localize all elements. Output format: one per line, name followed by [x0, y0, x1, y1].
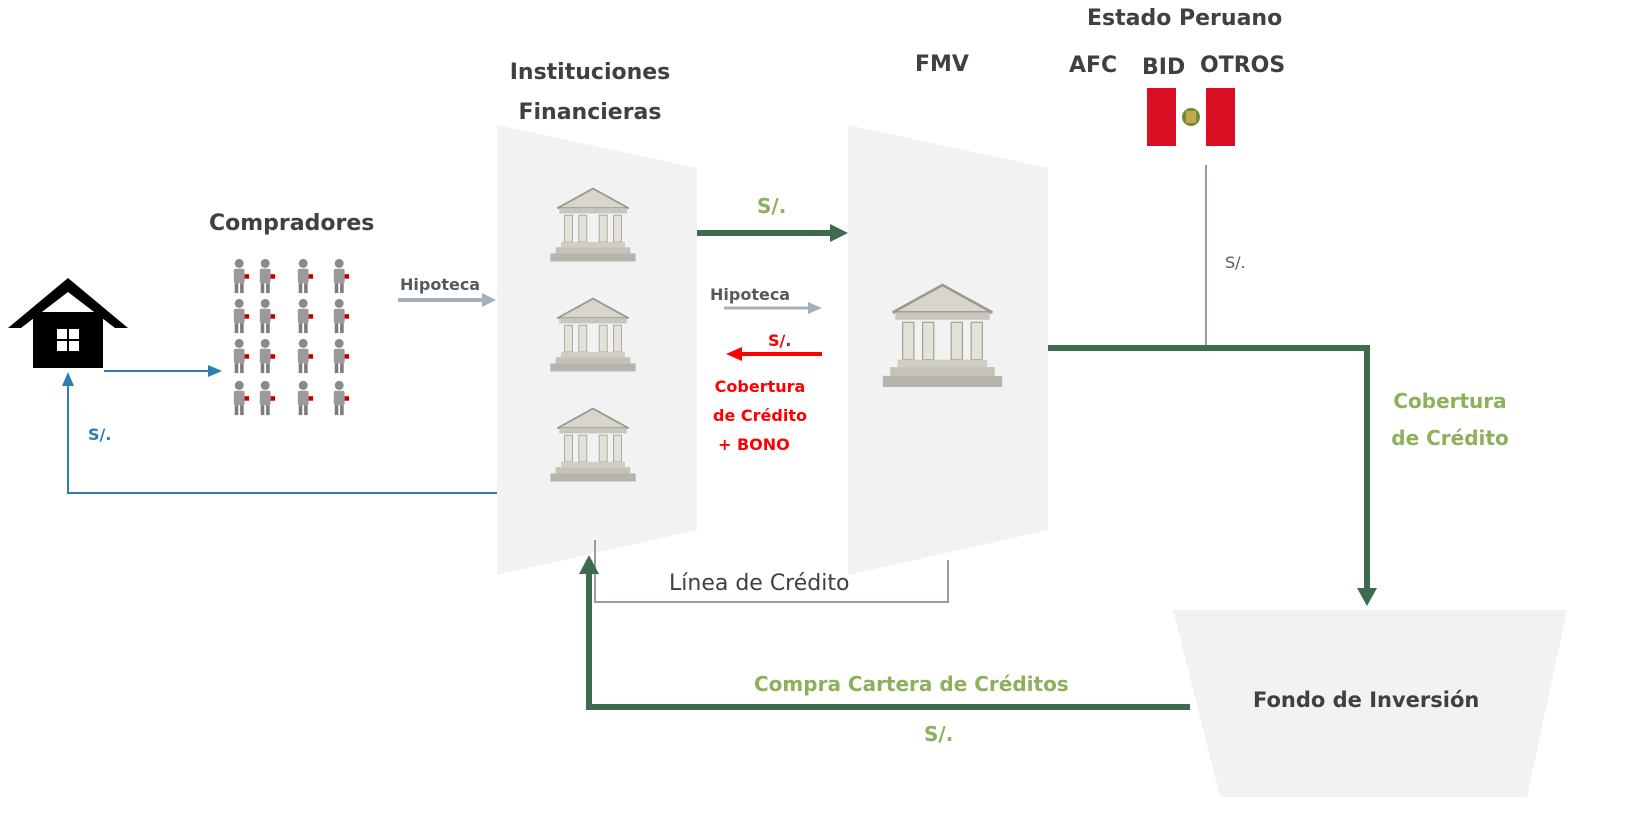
otros-label: OTROS	[1200, 53, 1286, 78]
red-arrow-cobertura	[726, 347, 822, 361]
soles-red-label: S/.	[768, 331, 792, 350]
cobertura-red-line2: de Crédito	[713, 406, 807, 425]
cobertura-red-line3: + BONO	[718, 435, 790, 454]
financieras-title: Financieras	[518, 100, 662, 125]
instituciones-panel	[497, 125, 697, 575]
cobertura-arrow-to-fondo	[1048, 345, 1377, 606]
peru-flag-icon	[1147, 88, 1235, 146]
soles-bottom-label: S/.	[924, 722, 954, 746]
cobertura-right-line1: Cobertura	[1393, 389, 1507, 413]
soles-state-label: S/.	[1225, 253, 1246, 272]
hipoteca-arrow-mid	[724, 302, 822, 314]
instituciones-title: Instituciones	[509, 60, 671, 85]
compra-cartera-arrow	[579, 555, 1190, 710]
bid-label: BID	[1142, 55, 1186, 80]
linea-credito-label: Línea de Crédito	[669, 571, 850, 596]
compradores-title: Compradores	[209, 211, 375, 236]
fondo-panel	[1173, 610, 1567, 797]
blue-arrow-to-house	[62, 372, 497, 494]
blue-arrow-to-buyers	[104, 365, 222, 377]
hipoteca-arrow-left	[398, 293, 496, 307]
cobertura-red-line1: Cobertura	[714, 377, 806, 396]
cobertura-right-line2: de Crédito	[1391, 426, 1509, 450]
hipoteca-mid-label: Hipoteca	[710, 285, 791, 304]
soles-arrow-to-fmv	[697, 224, 848, 242]
afc-label: AFC	[1069, 53, 1118, 78]
compra-cartera-label: Compra Cartera de Créditos	[754, 672, 1069, 696]
fmv-title: FMV	[915, 52, 969, 77]
fmv-panel	[848, 125, 1048, 575]
hipoteca-left-label: Hipoteca	[400, 275, 481, 294]
fondo-label: Fondo de Inversión	[1253, 688, 1480, 712]
people-icon	[233, 258, 350, 416]
house-icon	[8, 278, 128, 368]
estado-peruano-label: Estado Peruano	[1087, 6, 1283, 31]
soles-blue-label: S/.	[88, 425, 112, 444]
soles-top-label: S/.	[757, 194, 787, 218]
